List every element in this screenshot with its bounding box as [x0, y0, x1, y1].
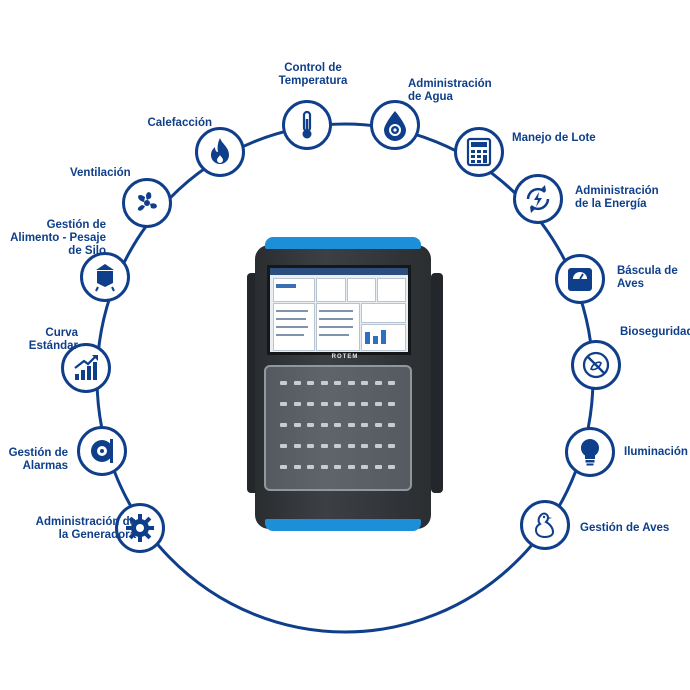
- keypad-key: [347, 423, 355, 427]
- device-keypad: [264, 365, 412, 491]
- bird-icon: [534, 512, 555, 539]
- keypad-key: [334, 465, 341, 469]
- keypad-key: [293, 423, 301, 427]
- feature-node-gestion-alarmas: [77, 426, 127, 476]
- keypad-key: [280, 444, 287, 448]
- feature-node-gestion-aves: [520, 500, 570, 550]
- keypad-key: [293, 381, 301, 385]
- feature-label-calefaccion: Calefacción: [147, 117, 212, 129]
- feature-label-gestion-alarmas: Gestión de Alarmas: [8, 447, 68, 472]
- keypad-key: [361, 402, 368, 406]
- keypad-key: [307, 402, 314, 406]
- keypad-key: [347, 444, 355, 448]
- keypad-key: [280, 465, 287, 469]
- keypad-key: [320, 423, 328, 427]
- device-bottom-cap: [265, 519, 421, 531]
- keypad-key: [374, 381, 382, 385]
- keypad-key: [388, 423, 395, 427]
- keypad-key: [347, 465, 355, 469]
- silo-icon: [95, 264, 115, 292]
- feature-label-ventilacion: Ventilación: [70, 167, 131, 179]
- flame-icon: [211, 138, 229, 164]
- calculator-icon: [466, 137, 492, 167]
- feature-node-control-temperatura: [282, 100, 332, 150]
- feature-label-administracion-generadora: Administración de la Generadora: [35, 516, 136, 541]
- keypad-key: [280, 381, 287, 385]
- feature-label-manejo-lote: Manejo de Lote: [512, 132, 596, 144]
- biosecurity-icon: [582, 351, 610, 379]
- keypad-key: [361, 381, 368, 385]
- feature-node-calefaccion: [195, 127, 245, 177]
- feature-label-bascula-aves: Báscula de Aves: [617, 265, 678, 290]
- keypad-key: [307, 444, 314, 448]
- keypad-key: [347, 381, 355, 385]
- feature-label-curva-estandar: Curva Estándar: [28, 327, 78, 352]
- keypad-key: [334, 444, 341, 448]
- keypad-key: [307, 465, 314, 469]
- feature-label-gestion-alimento: Gestión de Alimento - Pesaje de Silo: [10, 219, 106, 257]
- keypad-key: [307, 423, 314, 427]
- keypad-key: [361, 423, 368, 427]
- keypad-key: [361, 444, 368, 448]
- feature-node-bascula-aves: [555, 254, 605, 304]
- thermometer-icon: [302, 110, 312, 139]
- feature-node-curva-estandar: [61, 343, 111, 393]
- keypad-key: [280, 423, 287, 427]
- keypad-key: [388, 465, 395, 469]
- keypad-key: [334, 402, 341, 406]
- feature-node-administracion-agua: [370, 100, 420, 150]
- gear-icon: [126, 514, 154, 542]
- controller-device: ROTEM: [247, 237, 443, 533]
- keypad-key: [320, 465, 328, 469]
- scale-icon: [568, 268, 592, 291]
- feature-label-bioseguridad: Bioseguridad: [620, 326, 690, 338]
- keypad-key: [293, 444, 301, 448]
- feature-label-control-temperatura: Control de Temperatura: [278, 62, 348, 87]
- alarm-bell-icon: [91, 439, 113, 463]
- keypad-key: [374, 402, 382, 406]
- feature-node-gestion-alimento: [80, 252, 130, 302]
- feature-node-iluminacion: [565, 427, 615, 477]
- light-bulb-icon: [580, 438, 600, 466]
- keypad-key: [374, 423, 382, 427]
- feature-node-ventilacion: [122, 178, 172, 228]
- feature-label-administracion-agua: Administración de Agua: [408, 78, 492, 103]
- device-brand: ROTEM: [331, 354, 359, 360]
- feature-label-iluminacion: Iluminación: [624, 446, 688, 458]
- feature-label-administracion-energia: Administración de la Energía: [575, 185, 659, 210]
- feature-node-manejo-lote: [454, 127, 504, 177]
- feature-node-administracion-generadora: [115, 503, 165, 553]
- keypad-key: [320, 402, 328, 406]
- keypad-key: [361, 465, 368, 469]
- keypad-key: [334, 381, 341, 385]
- keypad-key: [374, 465, 382, 469]
- keypad-key: [388, 381, 395, 385]
- feature-label-gestion-aves: Gestión de Aves: [580, 522, 670, 534]
- growth-chart-icon: [74, 355, 98, 380]
- feature-node-bioseguridad: [571, 340, 621, 390]
- feature-node-administracion-energia: [513, 174, 563, 224]
- keypad-key: [307, 381, 314, 385]
- water-drop-gear-icon: [384, 111, 406, 141]
- keypad-key: [334, 423, 341, 427]
- keypad-key: [388, 402, 395, 406]
- keypad-key: [347, 402, 355, 406]
- keypad-key: [280, 402, 287, 406]
- keypad-key: [320, 444, 328, 448]
- keypad-key: [293, 402, 301, 406]
- fan-icon: [137, 192, 157, 211]
- keypad-key: [388, 444, 395, 448]
- device-right-latch: [431, 273, 443, 493]
- keypad-key: [293, 465, 301, 469]
- keypad-key: [320, 381, 328, 385]
- device-top-cap: [265, 237, 421, 249]
- keypad-key: [374, 444, 382, 448]
- device-screen: [267, 265, 411, 355]
- energy-cycle-icon: [526, 185, 550, 213]
